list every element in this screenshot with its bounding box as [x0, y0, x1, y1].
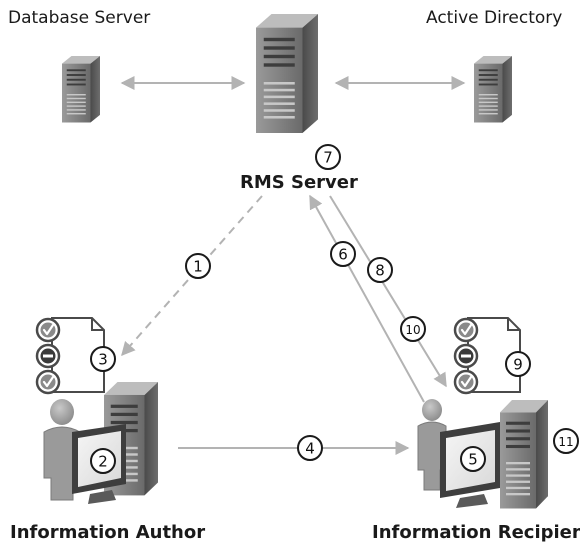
step-markers: 1 2 3 4 5 6 7 [90, 144, 579, 474]
check-icon [35, 369, 61, 395]
step-6-text: 6 [338, 246, 348, 264]
rms-to-recipient-arrow [329, 195, 447, 388]
step-7-text: 7 [323, 149, 333, 167]
recipient-person-icon [417, 399, 447, 491]
step-4: 4 [297, 435, 323, 461]
check-icon [35, 317, 61, 343]
active-directory-label: Active Directory [426, 8, 563, 28]
step-7: 7 [315, 144, 341, 170]
step-1-text: 1 [193, 258, 203, 276]
step-4-text: 4 [305, 440, 315, 458]
step-8: 8 [367, 257, 393, 283]
rms-server-icon [256, 14, 318, 133]
step-10-text: 10 [405, 323, 420, 337]
rms-server-label: RMS Server [240, 172, 358, 193]
step-9-text: 9 [513, 356, 523, 374]
information-recipient-label: Information Recipient [372, 522, 580, 543]
database-server-icon [62, 56, 100, 123]
recipient-to-rms-arrow [309, 194, 425, 403]
information-author-label: Information Author [10, 522, 206, 543]
step-9: 9 [505, 351, 531, 377]
recipient-server-icon [500, 400, 548, 509]
check-icon [453, 317, 479, 343]
step-1: 1 [185, 253, 211, 279]
step-5-text: 5 [468, 451, 478, 469]
step-3-text: 3 [98, 351, 108, 369]
database-server-label: Database Server [8, 8, 151, 28]
step-2: 2 [90, 448, 116, 474]
minus-icon [35, 343, 61, 369]
author-person-icon [43, 399, 81, 501]
step-11: 11 [553, 428, 579, 454]
minus-icon [453, 343, 479, 369]
author-workstation [43, 382, 158, 504]
step-8-text: 8 [375, 262, 385, 280]
arrows [120, 76, 466, 455]
step-10: 10 [400, 316, 426, 342]
step-6: 6 [330, 241, 356, 267]
step-3: 3 [90, 346, 116, 372]
step-5: 5 [460, 446, 486, 472]
active-directory-server-icon [474, 56, 512, 123]
check-icon [453, 369, 479, 395]
step-11-text: 11 [558, 435, 573, 449]
step-2-text: 2 [98, 453, 108, 471]
